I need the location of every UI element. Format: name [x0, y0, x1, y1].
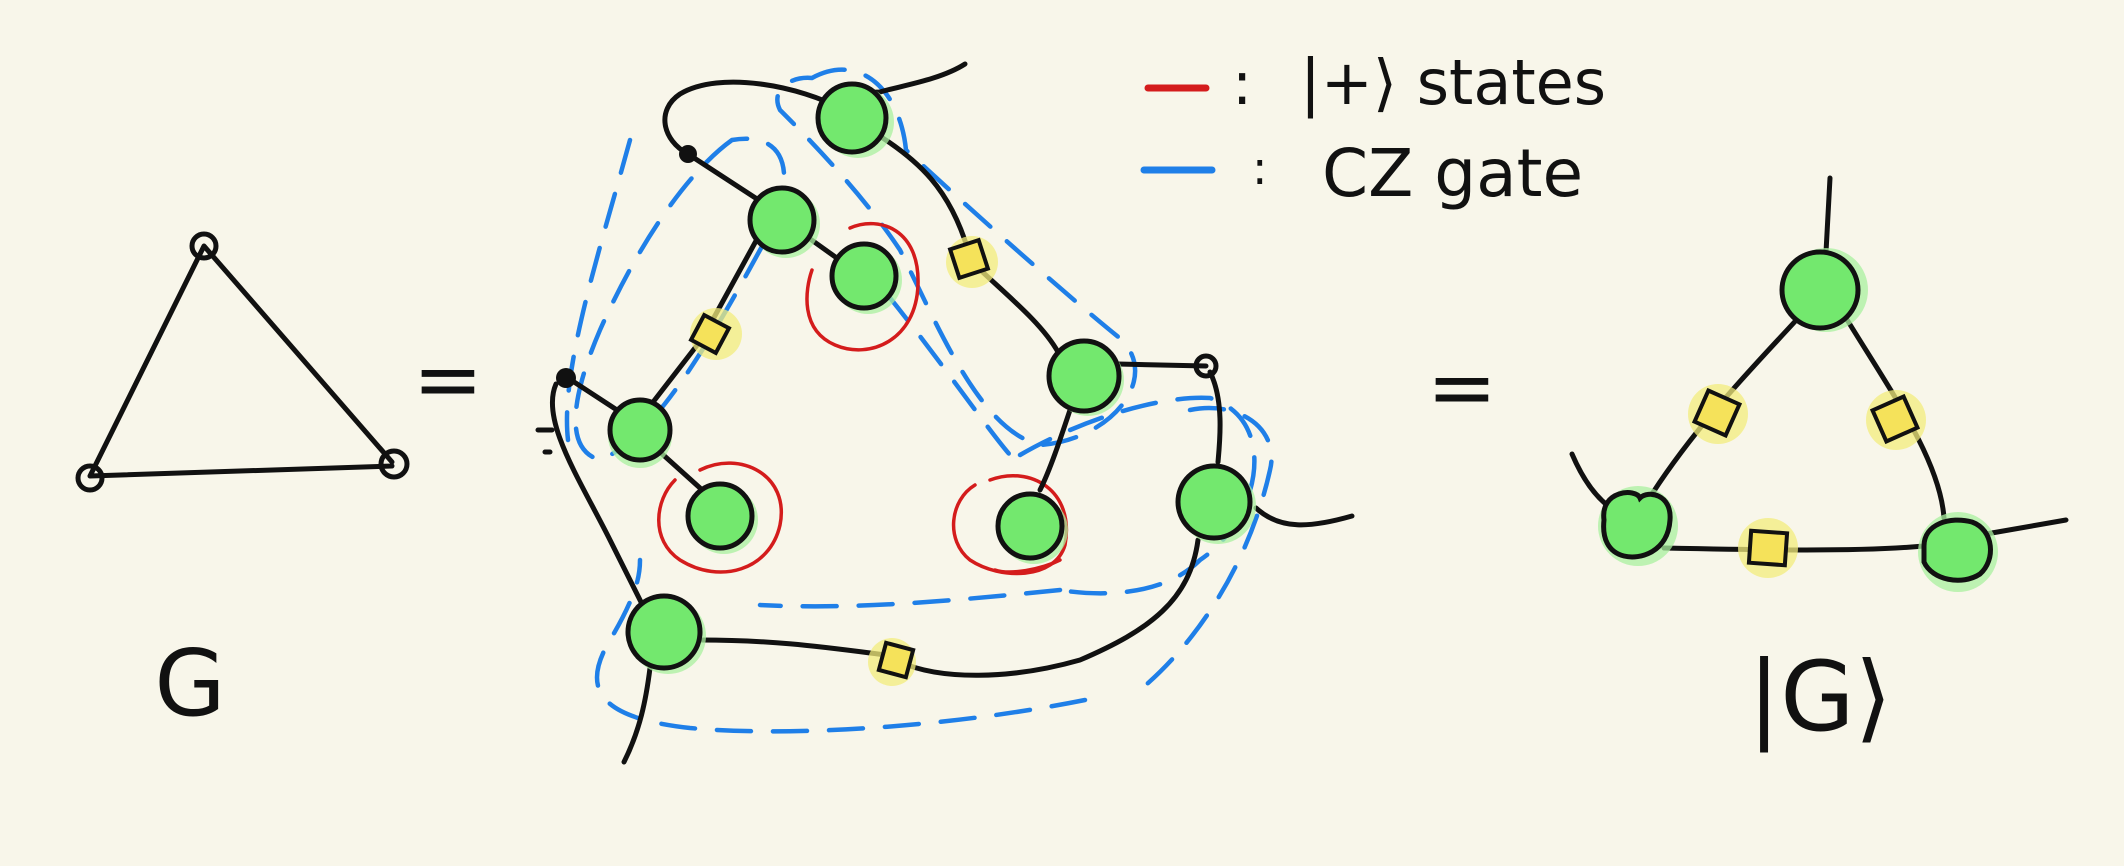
- wire-m: [657, 449, 703, 491]
- plus-state-ring-3-tail: [993, 558, 1062, 574]
- node-plus-1: [829, 241, 902, 314]
- graph-state-node-right: [1918, 512, 1998, 592]
- hadamard-box-2: [688, 308, 742, 360]
- cz-gate-loop-8: [594, 557, 1088, 734]
- graph-state-hadamard-bottom: [1738, 518, 1798, 578]
- graph-state-hadamard-left: [1688, 384, 1748, 444]
- node-far-right: [1175, 463, 1256, 544]
- wire-k: [647, 341, 701, 409]
- graph-state-right-tail: [1983, 517, 2069, 537]
- node-upper-left: [747, 185, 820, 258]
- graph-state-label: |G⟩: [1748, 641, 1892, 754]
- wire-i: [697, 637, 897, 659]
- graph-g-vertex-right: [378, 448, 410, 480]
- plus-state-ring-1: [805, 221, 920, 352]
- cz-gate-loop-7: [1137, 405, 1274, 693]
- wire-terminal-2: [556, 368, 576, 388]
- graph-state-hadamard-right: [1866, 390, 1926, 450]
- wire-l: [565, 375, 623, 415]
- cz-gate-loop-4: [847, 247, 1013, 458]
- cz-gate-loop-2: [573, 136, 787, 463]
- wire-bottom-tail: [621, 665, 653, 765]
- node-plus-2: [685, 481, 758, 554]
- plus-state-ring-2: [657, 461, 784, 574]
- wire-g: [1037, 407, 1073, 493]
- node-top: [815, 81, 894, 158]
- legend-red-marker: :: [1232, 49, 1252, 119]
- legend-blue-label: CZ gate: [1322, 135, 1583, 212]
- equals-sign-1: =: [413, 330, 483, 428]
- graph-g-vertex-top: [189, 231, 219, 261]
- legend-blue-marker: :: [1252, 141, 1268, 195]
- wire-terminal-1: [679, 145, 697, 163]
- legend: : |+⟩ states : CZ gate: [1140, 46, 1606, 212]
- graph-g: G: [75, 231, 410, 737]
- node-bottom-left: [625, 593, 706, 674]
- node-right: [1046, 338, 1124, 416]
- wire-stub-marks: [535, 427, 555, 455]
- graph-state-top-tail: [1823, 175, 1833, 255]
- graph-state-edge-bottom: [1661, 543, 1927, 553]
- wire-n: [549, 381, 653, 623]
- node-left: [607, 397, 673, 468]
- graph-g-vertex-left: [75, 463, 105, 493]
- graph-state: |G⟩: [1569, 175, 2069, 754]
- cz-gate-loop-3: [564, 137, 633, 443]
- cz-gate-loop-6: [757, 587, 1063, 609]
- cz-gate-loop-1: [775, 67, 1138, 448]
- hadamard-box-3: [868, 638, 916, 686]
- wire-terminal-3: [1193, 353, 1219, 379]
- node-plus-3: [995, 491, 1068, 564]
- wire-e: [1115, 361, 1209, 369]
- graph-g-edges: [87, 243, 395, 479]
- equals-sign-2: =: [1427, 338, 1497, 436]
- construction: [535, 61, 1355, 765]
- graph-state-node-left: [1598, 486, 1678, 566]
- hadamard-box-1: [946, 236, 998, 288]
- wire-top-loop: [662, 79, 847, 157]
- graph-state-node-top: [1779, 248, 1868, 332]
- wire-f: [1207, 369, 1223, 465]
- graph-g-label: G: [154, 630, 225, 737]
- wire-h: [897, 537, 1201, 678]
- wire-right-tail: [1253, 505, 1355, 528]
- legend-red-label: |+⟩ states: [1300, 46, 1606, 120]
- cz-gate-loop-5: [1017, 395, 1257, 596]
